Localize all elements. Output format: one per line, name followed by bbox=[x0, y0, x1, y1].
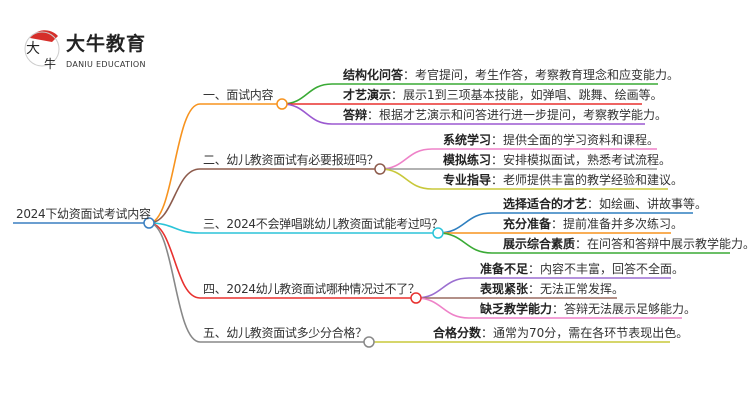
leaf-key: 答辩 bbox=[343, 108, 368, 122]
leaf-text: ：展示1到三项基本技能，如弹唱、跳舞、绘画等。 bbox=[391, 88, 663, 102]
leaf-text: ：根据才艺演示和问答进行进一步提问，考察教学能力。 bbox=[367, 108, 668, 122]
leaf-node[interactable]: 专业指导：老师提供丰富的教学经验和建议。 bbox=[443, 173, 683, 187]
leaf-node[interactable]: 结构化问答：考官提问，考生作答，考察教育理念和应变能力。 bbox=[343, 68, 679, 82]
leaf-key: 缺乏教学能力 bbox=[480, 302, 553, 316]
branch-collapse-toggle[interactable] bbox=[432, 227, 444, 239]
leaf-text: ：无法正常发挥。 bbox=[528, 282, 625, 296]
branch-connector-2 bbox=[148, 168, 380, 224]
leaf-key: 展示综合素质 bbox=[503, 237, 576, 251]
leaf-key: 模拟练习 bbox=[443, 153, 492, 167]
branch-collapse-toggle[interactable] bbox=[363, 336, 375, 348]
leaf-connector bbox=[437, 232, 730, 254]
leaf-key: 结构化问答 bbox=[343, 68, 404, 82]
branch-collapse-toggle[interactable] bbox=[374, 163, 386, 175]
leaf-text: ：答辩无法展示足够能力。 bbox=[552, 302, 697, 316]
leaf-connector bbox=[379, 168, 668, 190]
branch-connector-5 bbox=[148, 222, 369, 343]
logo-mark: 大 牛 bbox=[22, 26, 64, 76]
leaf-node[interactable]: 系统学习：提供全面的学习资料和课程。 bbox=[443, 133, 659, 147]
leaf-node[interactable]: 合格分数：通常为70分，需在各环节表现出色。 bbox=[433, 326, 688, 340]
branch-node-label[interactable]: 一、面试内容 bbox=[203, 88, 274, 102]
branch-node-label[interactable]: 二、幼儿教资面试有必要报班吗？ bbox=[203, 153, 379, 167]
svg-text:大: 大 bbox=[26, 41, 40, 57]
leaf-text: ：如绘画、讲故事等。 bbox=[587, 197, 708, 211]
leaf-key: 准备不足 bbox=[480, 262, 529, 276]
brand-name: 大牛教育 bbox=[66, 33, 147, 55]
leaf-text: ：内容不丰富，回答不全面。 bbox=[528, 262, 685, 276]
leaf-key: 充分准备 bbox=[503, 217, 552, 231]
leaf-node[interactable]: 准备不足：内容不丰富，回答不全面。 bbox=[480, 262, 684, 276]
leaf-text: ：安排模拟面试，熟悉考试流程。 bbox=[491, 153, 672, 167]
leaf-text: ：老师提供丰富的教学经验和建议。 bbox=[491, 173, 684, 187]
leaf-key: 合格分数 bbox=[433, 326, 482, 340]
root-node-label[interactable]: 2024下幼资面试考试内容 bbox=[16, 207, 151, 221]
root-collapse-toggle[interactable] bbox=[143, 217, 155, 229]
leaf-node[interactable]: 选择适合的才艺：如绘画、讲故事等。 bbox=[503, 197, 707, 211]
leaf-text: ：在问答和答辩中展示教学能力。 bbox=[575, 237, 750, 251]
leaf-key: 才艺演示 bbox=[343, 88, 392, 102]
branch-connector-1 bbox=[148, 103, 282, 224]
leaf-text: ：考官提问，考生作答，考察教育理念和应变能力。 bbox=[403, 68, 680, 82]
leaf-node[interactable]: 展示综合素质：在问答和答辩中展示教学能力。 bbox=[503, 237, 750, 251]
leaf-node[interactable]: 答辩：根据才艺演示和问答进行进一步提问，考察教学能力。 bbox=[343, 108, 667, 122]
leaf-text: ：提供全面的学习资料和课程。 bbox=[491, 133, 660, 147]
branch-collapse-toggle[interactable] bbox=[276, 98, 288, 110]
svg-text:牛: 牛 bbox=[44, 56, 56, 71]
leaf-node[interactable]: 才艺演示：展示1到三项基本技能，如弹唱、跳舞、绘画等。 bbox=[343, 88, 663, 102]
leaf-connector bbox=[281, 103, 645, 125]
leaf-text: ：通常为70分，需在各环节表现出色。 bbox=[481, 326, 689, 340]
leaf-node[interactable]: 缺乏教学能力：答辩无法展示足够能力。 bbox=[480, 302, 696, 316]
brand-name-en: DANIU EDUCATION bbox=[66, 60, 146, 69]
leaf-text: ：提前准备并多次练习。 bbox=[551, 217, 684, 231]
branch-node-label[interactable]: 三、2024不会弹唱跳幼儿教资面试能考过吗？ bbox=[203, 217, 443, 231]
branch-connector-3 bbox=[148, 222, 438, 234]
leaf-key: 表现紧张 bbox=[480, 282, 529, 296]
leaf-node[interactable]: 充分准备：提前准备并多次练习。 bbox=[503, 217, 683, 231]
branch-node-label[interactable]: 四、2024幼儿教资面试哪种情况过不了？ bbox=[203, 282, 420, 296]
leaf-node[interactable]: 模拟练习：安排模拟面试，熟悉考试流程。 bbox=[443, 153, 671, 167]
branch-node-label[interactable]: 五、幼儿教资面试多少分合格？ bbox=[203, 326, 367, 340]
branch-collapse-toggle[interactable] bbox=[410, 292, 422, 304]
leaf-connector bbox=[415, 297, 682, 319]
leaf-key: 选择适合的才艺 bbox=[503, 197, 588, 211]
leaf-key: 专业指导 bbox=[443, 173, 492, 187]
branch-connector-4 bbox=[148, 222, 416, 299]
leaf-key: 系统学习 bbox=[443, 133, 492, 147]
leaf-node[interactable]: 表现紧张：无法正常发挥。 bbox=[480, 282, 624, 296]
